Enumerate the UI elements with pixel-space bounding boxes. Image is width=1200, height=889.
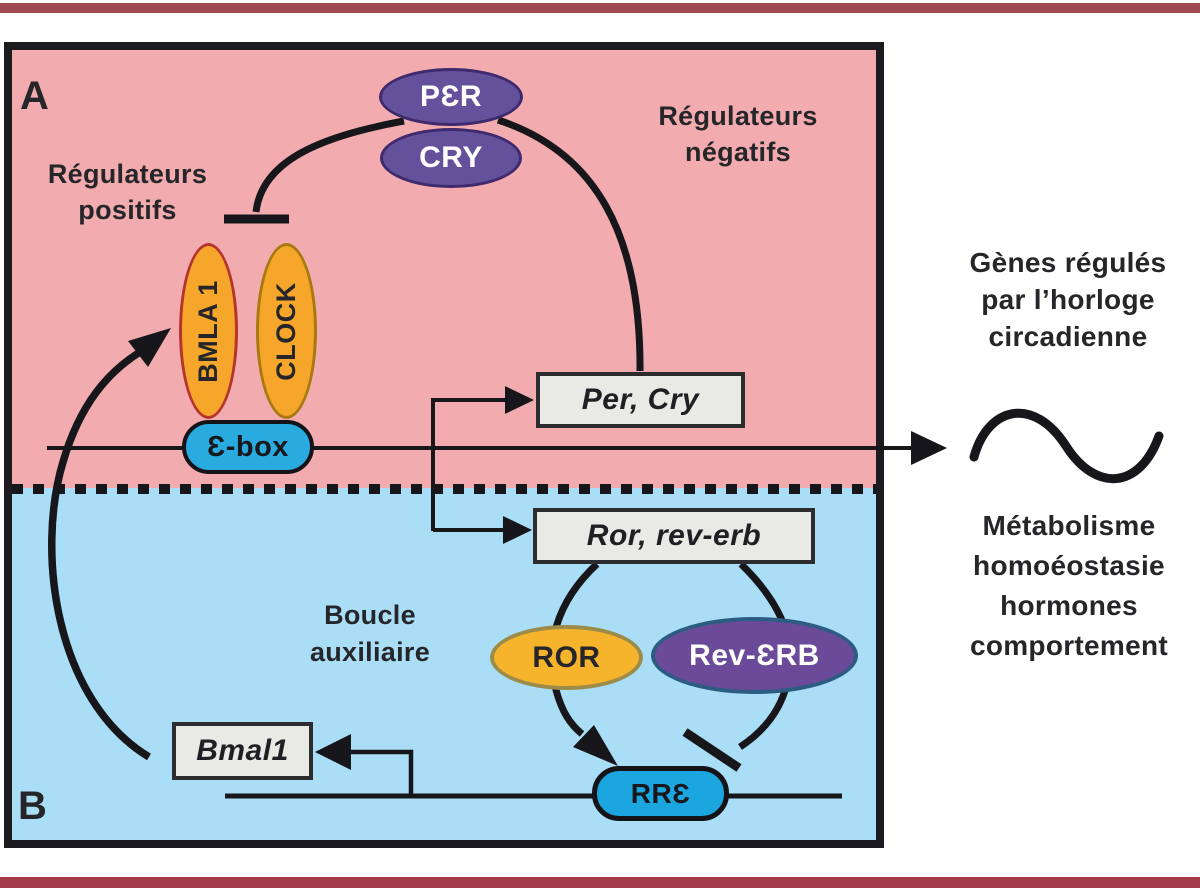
cry-protein-oval: CRY [380, 128, 522, 188]
physiological-outputs-line2: homoéostasie [973, 550, 1165, 581]
positive-regulators-line1: Régulateurs [47, 159, 208, 189]
bmal1-protein-label: BMLA 1 [193, 279, 223, 383]
diagram-frame [4, 42, 884, 848]
physiological-outputs-line1: Métabolisme [982, 510, 1156, 541]
positive-regulators-line2: positifs [78, 195, 177, 225]
auxiliary-loop-label: Boucle auxiliaire [262, 597, 478, 671]
rev-erb-protein-oval: Rev-ƐRB [651, 617, 858, 694]
auxiliary-loop-line2: auxiliaire [309, 637, 431, 667]
label-panel-a: A [20, 74, 50, 118]
output-arrowhead [911, 431, 947, 465]
clock-controlled-genes-line3: circadienne [988, 321, 1148, 352]
positive-regulators-label: Régulateurs positifs [20, 156, 235, 228]
rre-element-pill: RRƐ [592, 766, 729, 821]
physiological-outputs-label: Métabolisme homoéostasie hormones compor… [940, 506, 1198, 666]
clock-protein-oval: CLOCK [256, 243, 317, 419]
bmal1-protein-oval: BMLA 1 [179, 243, 238, 419]
bottom-rule-bar [0, 877, 1200, 888]
clock-controlled-genes-line2: par l’horloge [981, 284, 1155, 315]
clock-controlled-genes-label: Gènes régulés par l’horloge circadienne [946, 244, 1190, 355]
clock-protein-label: CLOCK [271, 281, 301, 381]
auxiliary-loop-line1: Boucle [324, 600, 416, 630]
ror-reverb-gene-box: Ror, rev-erb [533, 508, 815, 564]
negative-regulators-line2: négatifs [685, 137, 791, 167]
top-rule-bar [0, 3, 1200, 13]
ror-protein-oval: ROR [490, 625, 643, 690]
bmal1-gene-box: Bmal1 [172, 722, 313, 780]
sine-wave-icon [969, 408, 1164, 484]
ebox-element-pill: Ɛ-box [182, 420, 314, 474]
physiological-outputs-line3: hormones [1000, 590, 1138, 621]
clock-controlled-genes-line1: Gènes régulés [969, 247, 1167, 278]
physiological-outputs-line4: comportement [969, 630, 1169, 661]
negative-regulators-line1: Régulateurs [658, 101, 818, 131]
negative-regulators-label: Régulateurs négatifs [623, 98, 853, 170]
per-cry-gene-box: Per, Cry [536, 372, 745, 428]
per-protein-oval: PƐR [379, 68, 523, 126]
label-panel-b: B [18, 784, 48, 828]
